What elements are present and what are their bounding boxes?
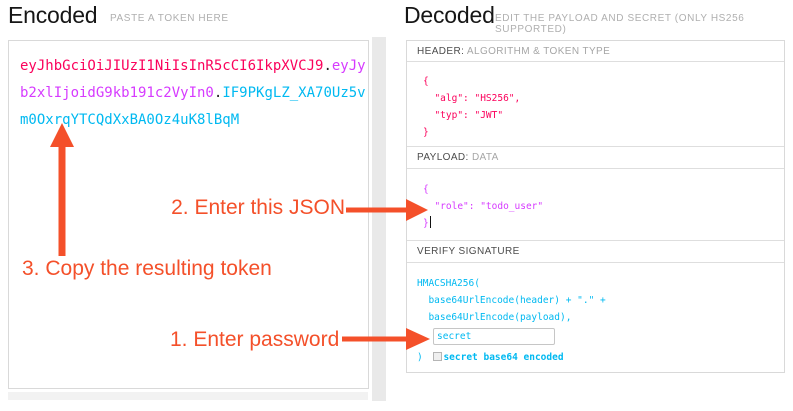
payload-json-line: { bbox=[423, 184, 429, 195]
verify-closing-row: ) secret base64 encoded bbox=[417, 349, 784, 366]
verify-code-line: HMACSHA256( bbox=[417, 278, 480, 289]
token-signature-segment: IF9PKgLZ_XA70Uz5vm0OxrqYTCQdXxBA0Oz4uK8l… bbox=[20, 85, 366, 128]
token-payload-segment: eyJyb2xlIjoidG9kb191c2VyIn0 bbox=[20, 58, 366, 101]
payload-json-closing-brace: } bbox=[423, 218, 429, 229]
annotation-step1: 1. Enter password bbox=[170, 328, 340, 351]
header-label-detail: ALGORITHM & TOKEN TYPE bbox=[466, 46, 611, 57]
header-json-line: "typ": "JWT" bbox=[423, 110, 504, 121]
decoded-subtitle: EDIT THE PAYLOAD AND SECRET (ONLY HS256 … bbox=[495, 13, 745, 35]
verify-signature-block: HMACSHA256( base64UrlEncode(header) + ".… bbox=[407, 263, 784, 371]
header-json-line: } bbox=[423, 127, 429, 138]
arrow-right-icon bbox=[342, 328, 430, 350]
header-json-line: "alg": "HS256", bbox=[423, 93, 521, 104]
verify-code-line: base64UrlEncode(header) + "." + bbox=[417, 295, 606, 306]
text-caret bbox=[429, 216, 431, 228]
encoded-token-textarea[interactable]: eyJhbGciOiJIUzI1NiIsInR5cCI6IkpXVCJ9.eyJ… bbox=[8, 40, 369, 389]
token-separator-dot: . bbox=[213, 85, 223, 101]
horizontal-scrollbar-track[interactable] bbox=[8, 392, 368, 400]
payload-json-editor[interactable]: { "role": "todo_user" } bbox=[407, 169, 784, 241]
encoded-subtitle: PASTE A TOKEN HERE bbox=[110, 13, 229, 24]
secret-base64-label: secret base64 encoded bbox=[443, 352, 564, 363]
panel-divider-scrollbar[interactable] bbox=[372, 37, 386, 401]
annotation-step3: 3. Copy the resulting token bbox=[22, 257, 272, 280]
header-label-primary: HEADER: bbox=[417, 46, 465, 57]
arrow-up-icon bbox=[50, 123, 74, 256]
payload-label-detail: DATA bbox=[471, 152, 499, 163]
decoded-panel: HEADER: ALGORITHM & TOKEN TYPE { "alg": … bbox=[406, 40, 785, 373]
decoded-title: Decoded bbox=[404, 2, 495, 28]
encoded-token-text: eyJhbGciOiJIUzI1NiIsInR5cCI6IkpXVCJ9.eyJ… bbox=[20, 53, 368, 134]
payload-json-line: "role": "todo_user" bbox=[423, 201, 544, 212]
token-separator-dot: . bbox=[323, 58, 332, 74]
verify-code-line: base64UrlEncode(payload), bbox=[417, 312, 572, 323]
verify-section-label: VERIFY SIGNATURE bbox=[407, 241, 784, 263]
secret-input[interactable] bbox=[433, 328, 555, 345]
arrow-right-icon bbox=[346, 199, 428, 221]
payload-section-label: PAYLOAD: DATA bbox=[407, 147, 784, 169]
payload-label-primary: PAYLOAD: bbox=[417, 152, 469, 163]
secret-base64-checkbox[interactable] bbox=[433, 352, 443, 361]
header-section-label: HEADER: ALGORITHM & TOKEN TYPE bbox=[407, 41, 784, 62]
encoded-title: Encoded bbox=[8, 2, 98, 28]
verify-closing-paren: ) bbox=[417, 352, 429, 363]
token-header-segment: eyJhbGciOiJIUzI1NiIsInR5cCI6IkpXVCJ9 bbox=[20, 58, 324, 74]
payload-json-line: } bbox=[423, 215, 784, 232]
verify-label-text: VERIFY SIGNATURE bbox=[417, 246, 520, 257]
annotation-step2: 2. Enter this JSON bbox=[171, 196, 345, 219]
header-json-editor[interactable]: { "alg": "HS256", "typ": "JWT" } bbox=[407, 62, 784, 147]
header-json-line: { bbox=[423, 76, 429, 87]
